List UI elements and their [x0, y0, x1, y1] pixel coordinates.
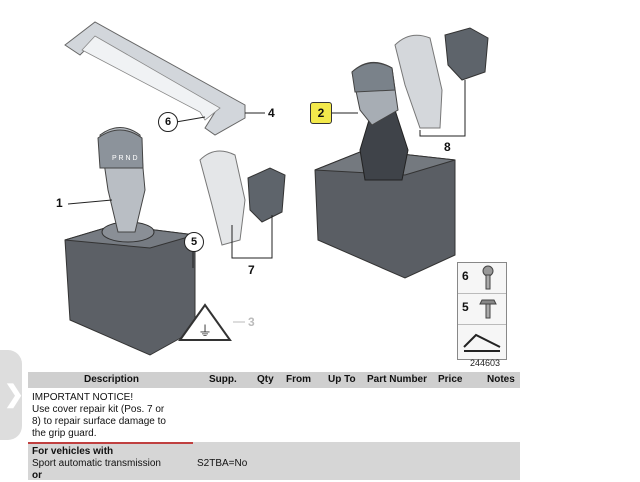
callout-1[interactable]: 1: [56, 196, 63, 210]
table-row[interactable]: For vehicles with Sport automatic transm…: [28, 442, 520, 481]
row-highlight-line: [28, 442, 193, 444]
parts-diagram: P R N D ⏚: [56, 21, 507, 368]
callout-2-highlighted[interactable]: 2: [310, 102, 332, 124]
svg-text:⏚: ⏚: [198, 324, 212, 340]
shifter-assembly-right: [314, 61, 456, 279]
header-description[interactable]: Description: [84, 374, 140, 385]
svg-text:P R N D: P R N D: [112, 155, 138, 162]
legend-item-5[interactable]: 5: [458, 294, 506, 325]
row-supp: S2TBA=No: [197, 458, 248, 469]
legend-item-clip[interactable]: [458, 325, 506, 355]
callout-8[interactable]: 8: [444, 140, 451, 154]
shifter-assembly-left: P R N D: [64, 127, 196, 356]
clip-icon: [463, 333, 501, 352]
parts-illustration: P R N D ⏚: [64, 21, 489, 356]
header-qty[interactable]: Qty: [257, 374, 274, 385]
side-nav-tab[interactable]: [0, 350, 22, 440]
leader-lines: [67, 80, 466, 323]
callout-3[interactable]: 3: [248, 315, 255, 329]
legend-item-6[interactable]: 6: [458, 263, 506, 294]
bolt-icon: [479, 299, 497, 319]
header-notes[interactable]: Notes: [487, 374, 515, 385]
callout-7[interactable]: 7: [248, 263, 255, 277]
row-description: IMPORTANT NOTICE! Use cover repair kit (…: [32, 392, 166, 439]
row-description: For vehicles with Sport automatic transm…: [32, 446, 161, 481]
cover-repair-kit-7: [199, 150, 286, 246]
callout-6[interactable]: 6: [158, 112, 178, 132]
hardware-legend: 6 5: [457, 262, 507, 360]
catalog-number: 244603: [470, 358, 501, 368]
parts-table: Description Supp. Qty From Up To Part Nu…: [28, 372, 520, 481]
callout-4[interactable]: 4: [268, 106, 275, 120]
trim-frame-drawing: [64, 21, 246, 136]
screw-icon: [482, 265, 494, 290]
header-up-to[interactable]: Up To: [328, 374, 356, 385]
chevron-right-icon[interactable]: ❯: [4, 381, 25, 408]
header-from[interactable]: From: [286, 374, 311, 385]
header-price[interactable]: Price: [438, 374, 463, 385]
header-supp[interactable]: Supp.: [209, 374, 237, 385]
callout-5[interactable]: 5: [184, 232, 204, 252]
table-header: Description Supp. Qty From Up To Part Nu…: [28, 372, 520, 388]
electrical-warning-icon: ⏚: [178, 303, 232, 341]
table-row[interactable]: IMPORTANT NOTICE! Use cover repair kit (…: [28, 388, 520, 442]
header-part-number[interactable]: Part Number: [367, 374, 428, 385]
cover-repair-kit-8: [394, 27, 489, 129]
